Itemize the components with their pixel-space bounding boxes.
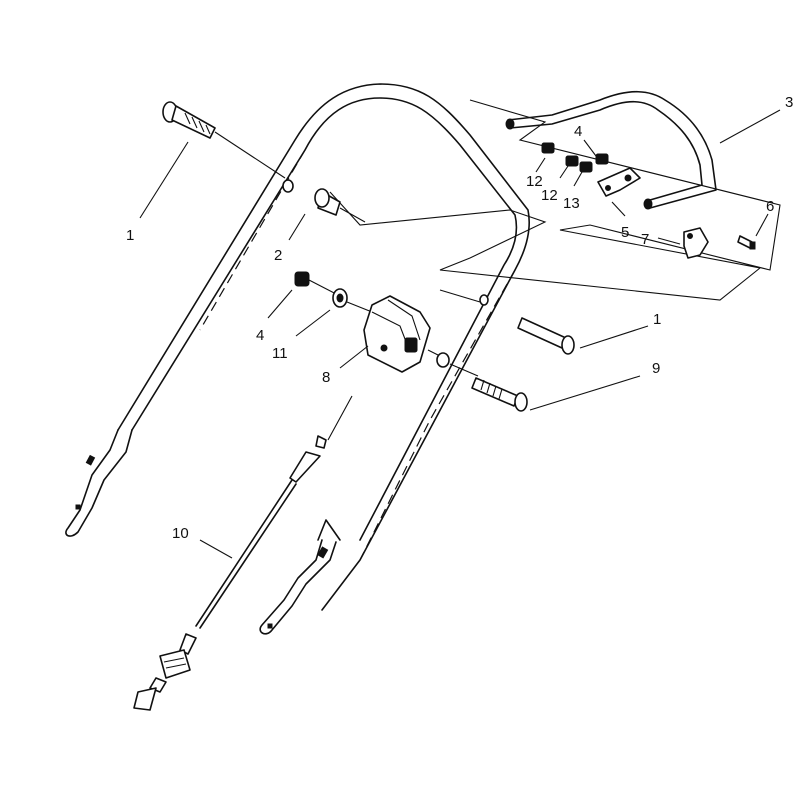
callout-1-upper-bolt: 1 [126, 227, 134, 244]
callout-12-nut-a: 12 [526, 173, 543, 190]
clamp-part-7 [683, 227, 709, 259]
screw-part-6 [737, 235, 756, 250]
callout-11-washer: 11 [272, 345, 288, 362]
callout-12-nut-b: 12 [541, 187, 558, 204]
carriage-bolt-right [439, 289, 575, 355]
callout-labels: 1 2 3 4 12 12 13 5 7 6 1 4 11 8 9 10 [126, 94, 793, 542]
callout-4-upper-nut: 4 [574, 123, 582, 140]
callout-6-screw: 6 [766, 198, 774, 215]
callout-9-bolt: 9 [652, 360, 660, 377]
callout-3-upper-handle: 3 [785, 94, 793, 111]
nut-group-upper [541, 142, 609, 173]
control-cable-part-10 [133, 395, 353, 711]
washer-lower [436, 352, 450, 368]
upper-handle-bar [505, 90, 717, 210]
callout-10-cable: 10 [172, 525, 189, 542]
callout-7-clamp: 7 [641, 231, 649, 248]
carriage-bolt-part-9 [449, 363, 528, 412]
callout-2-spacer: 2 [274, 247, 282, 264]
washer-part-11 [332, 288, 373, 313]
callout-13-nut: 13 [563, 195, 580, 212]
nut-part-4-lower [294, 271, 341, 297]
handle-bracket-block-8 [363, 295, 441, 373]
handle-spacer [282, 179, 366, 223]
callout-1-right-bolt: 1 [653, 311, 661, 328]
callout-8-block: 8 [322, 369, 330, 386]
leader-lines [139, 109, 781, 559]
bracket-part-5 [597, 167, 641, 197]
callout-4-lower-nut: 4 [256, 327, 264, 344]
carriage-bolt-upper [162, 101, 286, 179]
lower-handle-tube [65, 83, 531, 635]
callout-5-bracket: 5 [621, 224, 629, 241]
